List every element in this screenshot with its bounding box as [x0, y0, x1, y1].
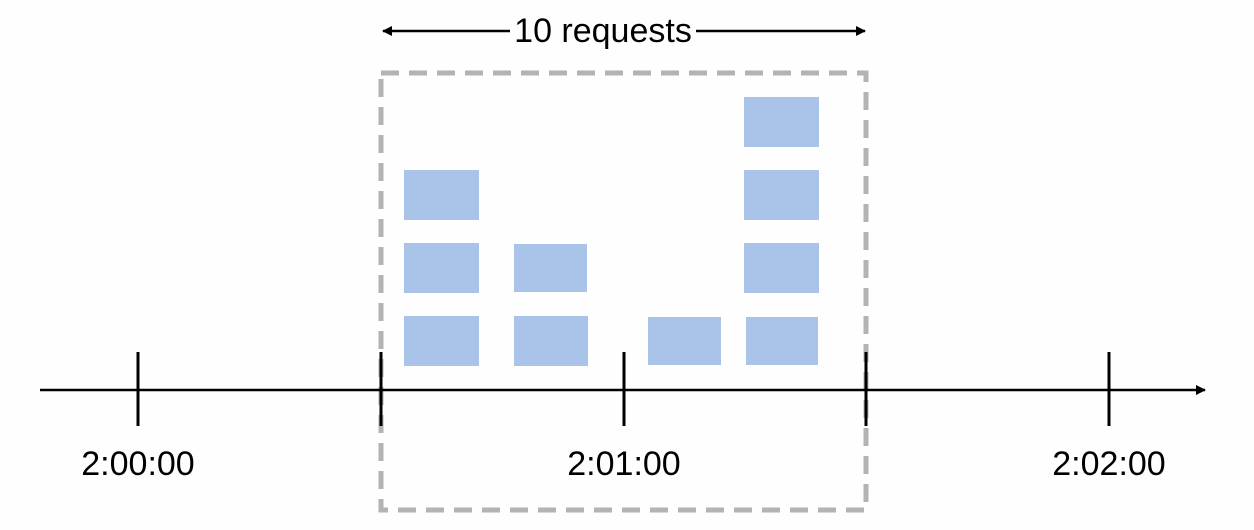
request-block — [404, 170, 479, 220]
request-block — [744, 243, 819, 293]
request-block — [514, 316, 588, 366]
request-block — [746, 317, 818, 365]
window-label: 10 requests — [514, 12, 692, 50]
request-block — [404, 243, 479, 293]
window-border — [378, 70, 869, 513]
request-block — [514, 244, 587, 292]
request-block — [744, 97, 819, 147]
request-blocks — [404, 97, 819, 366]
request-block — [404, 316, 479, 366]
tick-label-2-00-00: 2:00:00 — [81, 445, 194, 483]
tick-label-2-01-00: 2:01:00 — [567, 445, 680, 483]
request-block — [744, 170, 819, 220]
timeline-ticks — [136, 352, 1111, 426]
tick-label-2-02-00: 2:02:00 — [1052, 445, 1165, 483]
request-block — [648, 317, 721, 365]
